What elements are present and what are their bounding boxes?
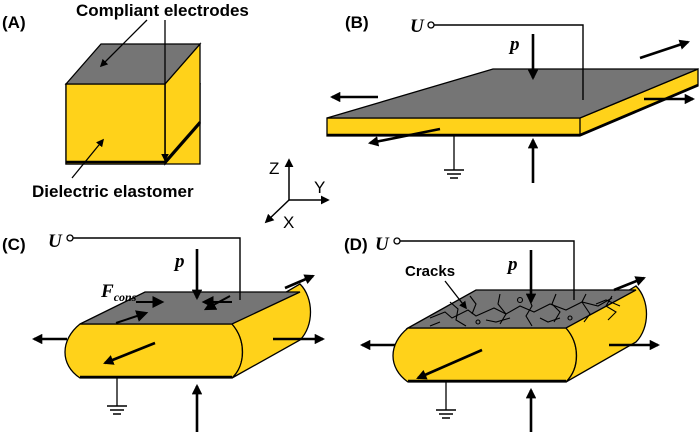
panel-d-pressure-symbol: p	[506, 254, 518, 275]
panel-d: (D) U p Crack	[344, 234, 661, 432]
panel-c-force-arrow-3	[115, 310, 149, 324]
panel-a: (A) Compliant electrodes Dielectric elas…	[2, 1, 249, 201]
panel-b: (B) U p	[326, 13, 699, 183]
z-axis-label: Z	[269, 159, 279, 178]
x-axis-label: X	[283, 213, 294, 232]
panel-c-stretch-down-left	[103, 341, 156, 365]
cracks-pointer	[444, 280, 467, 310]
panel-c-label: (C)	[2, 235, 26, 254]
y-axis-label: Y	[314, 178, 325, 197]
electrode-pointer-top	[99, 19, 148, 68]
panel-c-bulged-body	[64, 323, 244, 379]
panel-d-bulged-side	[564, 285, 648, 383]
x-axis-arrow	[264, 199, 290, 224]
panel-c-force-arrow-4	[203, 295, 231, 311]
dielectric-elastomer-label: Dielectric elastomer	[32, 182, 194, 201]
panel-d-stretch-down-left	[416, 348, 483, 380]
panel-c-ground-icon	[107, 378, 127, 415]
panel-c-force-symbol: Fcons	[100, 281, 137, 304]
panel-c-voltage-symbol: U	[48, 231, 63, 252]
panel-c: (C) U p Fcons	[2, 231, 326, 432]
panel-d-stretch-up-right	[613, 276, 646, 292]
panel-c-voltage-wire	[73, 237, 241, 300]
panel-d-cracks	[429, 293, 621, 327]
panel-b-label: (B)	[345, 13, 369, 32]
panel-c-voltage-terminal	[66, 234, 74, 242]
panel-b-ground-icon	[444, 136, 464, 179]
panel-d-voltage-terminal	[393, 237, 401, 245]
panel-b-voltage-wire	[434, 24, 584, 100]
panel-b-stretch-up-right	[639, 39, 690, 60]
panel-d-label: (D)	[344, 235, 368, 254]
panel-d-top-electrode	[405, 289, 637, 329]
panel-b-stretch-down-left	[367, 127, 441, 147]
coordinate-axes: Z Y X	[264, 158, 330, 232]
panel-b-top-electrode	[326, 68, 699, 119]
panel-d-bulged-body	[392, 327, 578, 383]
panel-b-pressure-symbol: p	[508, 34, 520, 55]
panel-d-ground-icon	[436, 382, 456, 419]
compliant-electrodes-label: Compliant electrodes	[76, 1, 249, 20]
panel-d-voltage-symbol: U	[375, 234, 390, 255]
panel-d-voltage-wire	[400, 240, 575, 300]
panel-b-voltage-terminal	[427, 21, 435, 29]
panel-a-label: (A)	[2, 13, 26, 32]
panel-a-cube-front-face	[65, 83, 166, 165]
panel-c-stretch-up-right	[284, 274, 315, 290]
cracks-label: Cracks	[405, 263, 455, 280]
panel-a-top-electrode	[64, 43, 202, 85]
panel-b-voltage-symbol: U	[410, 16, 425, 37]
panel-c-pressure-symbol: p	[173, 251, 185, 272]
elastomer-pointer	[71, 138, 104, 179]
